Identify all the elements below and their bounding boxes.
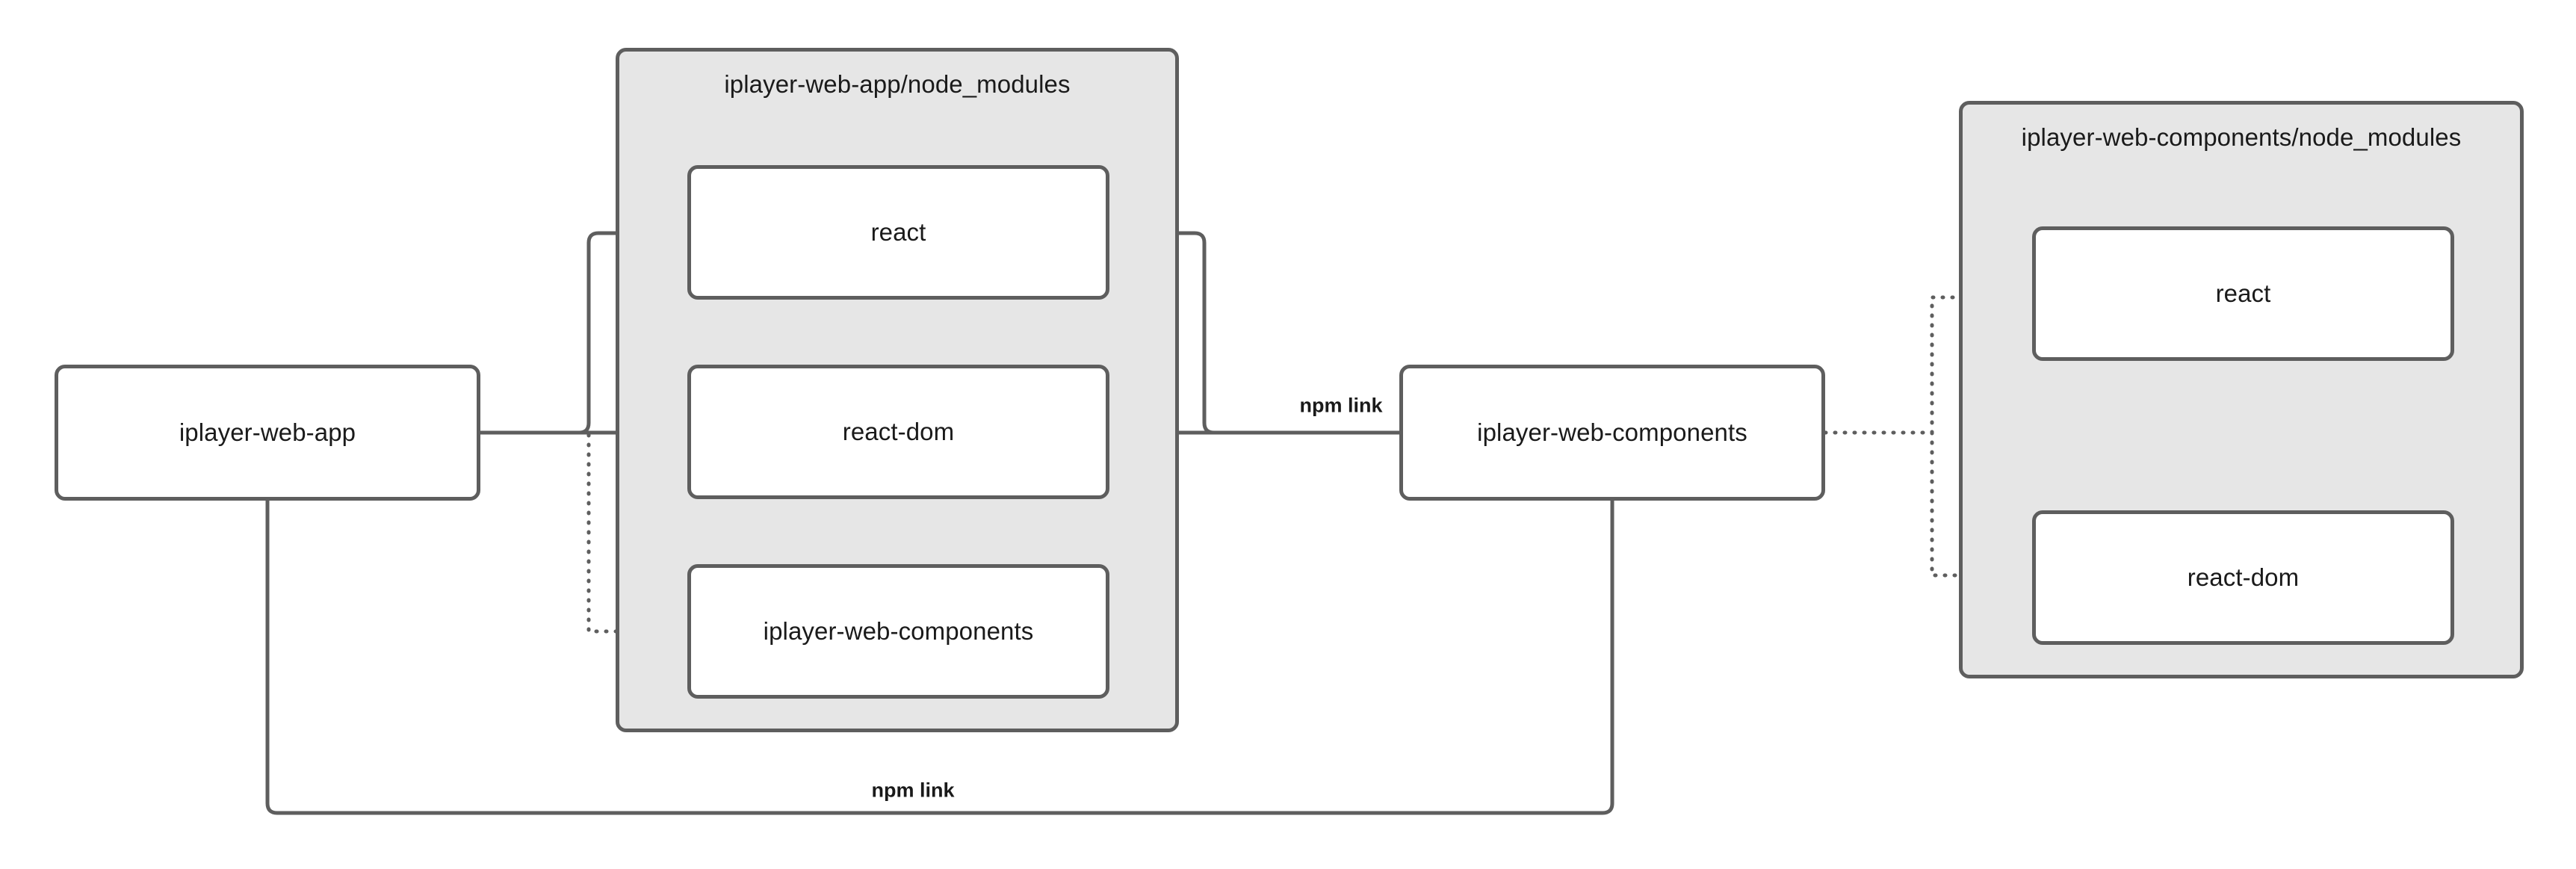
node-react-dom-left[interactable]: react-dom [687,365,1109,499]
node-react-left[interactable]: react [687,165,1109,300]
edge-label-npm-link-bottom: npm link [864,778,962,803]
group-label-web-components-node-modules: iplayer-web-components/node_modules [2021,123,2462,151]
node-iplayer-web-components-inner[interactable]: iplayer-web-components [687,564,1109,699]
group-label-web-app-node-modules: iplayer-web-app/node_modules [724,70,1071,98]
node-label-react-dom-left: react-dom [842,417,955,445]
node-label-react-dom-right: react-dom [2187,563,2300,591]
node-label-iplayer-web-app: iplayer-web-app [179,418,356,446]
node-iplayer-web-app[interactable]: iplayer-web-app [55,365,480,501]
node-label-react-left: react [870,217,926,246]
node-label-iplayer-web-components-inner: iplayer-web-components [763,616,1034,645]
edge-app-to-components-bottom [265,501,1614,815]
node-react-dom-right[interactable]: react-dom [2032,510,2454,645]
node-label-iplayer-web-components: iplayer-web-components [1477,418,1747,446]
edge-components-to-react-dom-right [1930,430,2034,578]
node-label-react-right: react [2215,279,2271,307]
edge-label-npm-link-middle: npm link [1292,393,1390,418]
node-react-right[interactable]: react [2032,226,2454,361]
node-iplayer-web-components[interactable]: iplayer-web-components [1399,365,1825,501]
